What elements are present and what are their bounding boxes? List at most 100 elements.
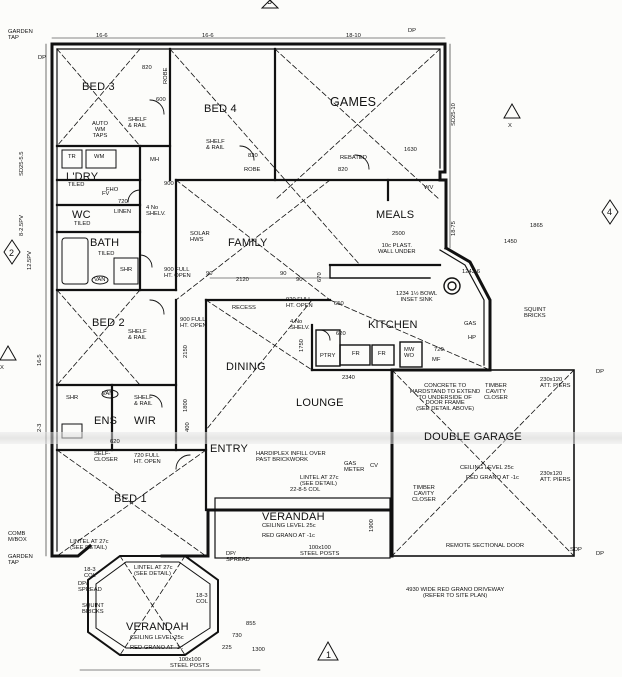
- note-shr-bath: SHR: [120, 267, 133, 273]
- bath-tub: [61, 237, 89, 285]
- garage: [391, 369, 575, 557]
- note-tiled-bath: TILED: [98, 251, 115, 257]
- dim-12-5pv: 12.5PV: [27, 250, 33, 270]
- note-dp-garage: DP: [596, 369, 605, 375]
- dim-1243: 1243-6: [462, 269, 481, 275]
- note-900-full-ht-open-bed2: 900 FULL HT. OPEN: [180, 317, 207, 329]
- note-fr-1: FR: [352, 351, 360, 357]
- note-garden-tap-top: GARDEN TAP: [8, 29, 33, 41]
- laundry-trough: [61, 149, 83, 169]
- dim-sd25-10: SD25-10: [451, 103, 457, 126]
- note-steel-posts-bay: 100x100 STEEL POSTS: [170, 657, 210, 669]
- section-marker-x-right: [503, 102, 521, 119]
- dim-1450: 1450: [504, 239, 517, 245]
- section-marker-x-left: [0, 344, 17, 361]
- note-dp-garage-bottom: DP: [596, 551, 605, 557]
- room-wir: WIR: [134, 415, 156, 427]
- room-entry: ENTRY: [210, 443, 249, 455]
- note-ceiling-level-bay: CEILING LEVEL 25c: [130, 635, 184, 641]
- note-gas: GAS: [464, 321, 477, 327]
- note-concrete-hardstand: CONCRETE TO HARDSTAND TO EXTEND TO UNDER…: [410, 383, 481, 413]
- dim-730: 730: [232, 633, 242, 639]
- dim-820-bed4: 820: [248, 153, 258, 159]
- note-fv: FV: [102, 191, 110, 197]
- roof-lines: [56, 48, 575, 656]
- section-marker-label-1: 1: [326, 650, 332, 660]
- note-920-full-ht-open: 920 FULL HT. OPEN: [286, 297, 313, 309]
- dim-90-b: 90: [280, 271, 287, 277]
- note-timber-cavity-closer-bottom: TIMBER CAVITY CLOSER: [412, 485, 436, 503]
- vanity-basin: [91, 275, 109, 285]
- dim-1300: 1300: [252, 647, 265, 653]
- room-wc: WC: [72, 209, 91, 221]
- note-att-piers-top: 230x120 ATT. PIERS: [540, 377, 571, 389]
- note-shelf-rail-bed3: SHELF & RAIL: [128, 117, 147, 129]
- dim-1630: 1630: [404, 147, 417, 153]
- dim-820-bed3: 820: [142, 65, 152, 71]
- note-comb-mbox: COMB M/BOX: [8, 531, 27, 543]
- dim-16-6-a: 16-6: [96, 33, 108, 39]
- note-remote-sectional-door: REMOTE SECTIONAL DOOR: [446, 543, 525, 549]
- section-marker-label-3: 3: [267, 0, 273, 6]
- note-robe-bed3: ROBE: [163, 67, 169, 84]
- scan-artifact-band: [0, 432, 622, 444]
- dim-16-6-b: 16-6: [202, 33, 214, 39]
- dim-90-a: 90: [206, 271, 213, 277]
- verandah-front: [214, 497, 391, 559]
- note-shelves: 4 No SHELV.: [146, 205, 166, 217]
- note-shr-ens: SHR: [66, 395, 79, 401]
- note-ceiling-level-verandah: CEILING LEVEL 25c: [262, 523, 316, 529]
- dim-1865: 1865: [530, 223, 543, 229]
- note-mh: MH: [150, 157, 160, 163]
- note-shelves-pantry: 4 No SHELV.: [290, 319, 310, 331]
- dim-225: 225: [222, 645, 232, 651]
- dim-1800: 1800: [183, 399, 189, 412]
- room-meals: MEALS: [376, 209, 415, 221]
- note-red-grano-garage: RED GRANO AT -1c: [466, 475, 519, 481]
- note-shelf-rail-wir: SHELF & RAIL: [134, 395, 153, 407]
- shower: [113, 257, 139, 285]
- note-hardiplex-infill: HARDIPLEX INFILL OVER PAST BRICKWORK: [256, 451, 326, 463]
- bay-verandah-inner: [95, 561, 211, 649]
- dim-2500: 2500: [392, 231, 405, 237]
- dim-sd25-5: SD25-5.5: [19, 151, 25, 177]
- dim-620-ens: 620: [110, 439, 120, 445]
- note-dp-spread-right: DP/ SPREAD: [226, 551, 250, 563]
- note-shelf-rail-bed4: SHELF & RAIL: [206, 139, 225, 151]
- note-recess: RECESS: [232, 305, 256, 311]
- note-fho: FHO: [106, 187, 119, 193]
- dim-1900: 1900: [369, 519, 375, 532]
- note-mw-wo: MW WO: [404, 347, 415, 359]
- dim-8-2-5pv: 8-2.5PV: [19, 215, 25, 236]
- room-games: GAMES: [330, 95, 377, 109]
- dim-18-75: 18-75: [451, 221, 457, 236]
- note-red-grano-verandah: RED GRANO AT -1c: [262, 533, 315, 539]
- room-lounge: LOUNGE: [296, 397, 344, 409]
- room-kitchen: KITCHEN: [368, 319, 418, 331]
- note-self-closer: SELF- CLOSER: [94, 451, 118, 463]
- note-solar-hws: SOLAR HWS: [190, 231, 210, 243]
- note-x-right: X: [508, 123, 512, 129]
- dim-18-10: 18-10: [346, 33, 361, 39]
- room-bath: BATH: [90, 237, 120, 249]
- door-swings: [127, 99, 370, 470]
- dim-1750: 1750: [299, 339, 305, 352]
- room-bed1: BED 1: [114, 493, 147, 505]
- room-family: FAMILY: [228, 237, 268, 249]
- note-ceiling-level-garage: CEILING LEVEL 25c: [460, 465, 514, 471]
- dim-855: 855: [246, 621, 256, 627]
- room-dining: DINING: [226, 361, 266, 373]
- note-tiled-wc: TILED: [74, 221, 91, 227]
- dim-400: 400: [185, 422, 191, 432]
- note-dp-spread-left: DP/ SPREAD: [78, 581, 102, 593]
- dim-720-wc: 720: [118, 199, 128, 205]
- section-marker-2: [3, 239, 21, 265]
- note-van: VAN: [94, 277, 106, 283]
- dim-18-3-col-right: 18-3 COL: [196, 593, 208, 605]
- dim-18-3-col-left: 18-3 COL: [84, 567, 96, 579]
- note-mf: MF: [432, 357, 441, 363]
- dim-670: 670: [317, 272, 323, 282]
- room-bed4: BED 4: [204, 103, 237, 115]
- note-timber-cavity-closer-top: TIMBER CAVITY CLOSER: [484, 383, 508, 401]
